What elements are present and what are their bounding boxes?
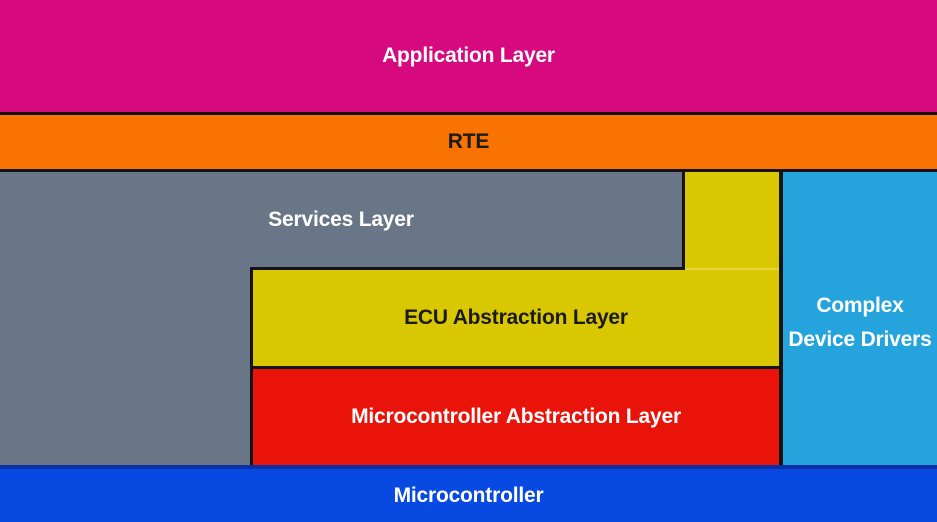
application-layer-block: Application Layer	[0, 0, 937, 112]
ecu-abstraction-connector-column	[685, 172, 779, 270]
microcontroller-abstraction-layer-block: Microcontroller Abstraction Layer	[253, 369, 779, 465]
microcontroller-label: Microcontroller	[393, 483, 544, 507]
services-layer-label: Services Layer	[268, 207, 414, 231]
rte-layer-block: RTE	[0, 115, 937, 169]
complex-device-drivers-label: Complex Device Drivers	[788, 293, 932, 351]
ecu-abstraction-layer-label: ECU Abstraction Layer	[404, 306, 628, 330]
services-layer-block: Services Layer	[0, 172, 682, 267]
microcontroller-abstraction-layer-label: Microcontroller Abstraction Layer	[351, 405, 681, 429]
ecu-abstraction-layer-block: ECU Abstraction Layer	[253, 270, 779, 366]
rte-layer-label: RTE	[447, 130, 490, 154]
application-layer-label: Application Layer	[382, 44, 555, 68]
complex-device-drivers-block: Complex Device Drivers	[783, 172, 937, 465]
microcontroller-bar: Microcontroller	[0, 465, 937, 522]
